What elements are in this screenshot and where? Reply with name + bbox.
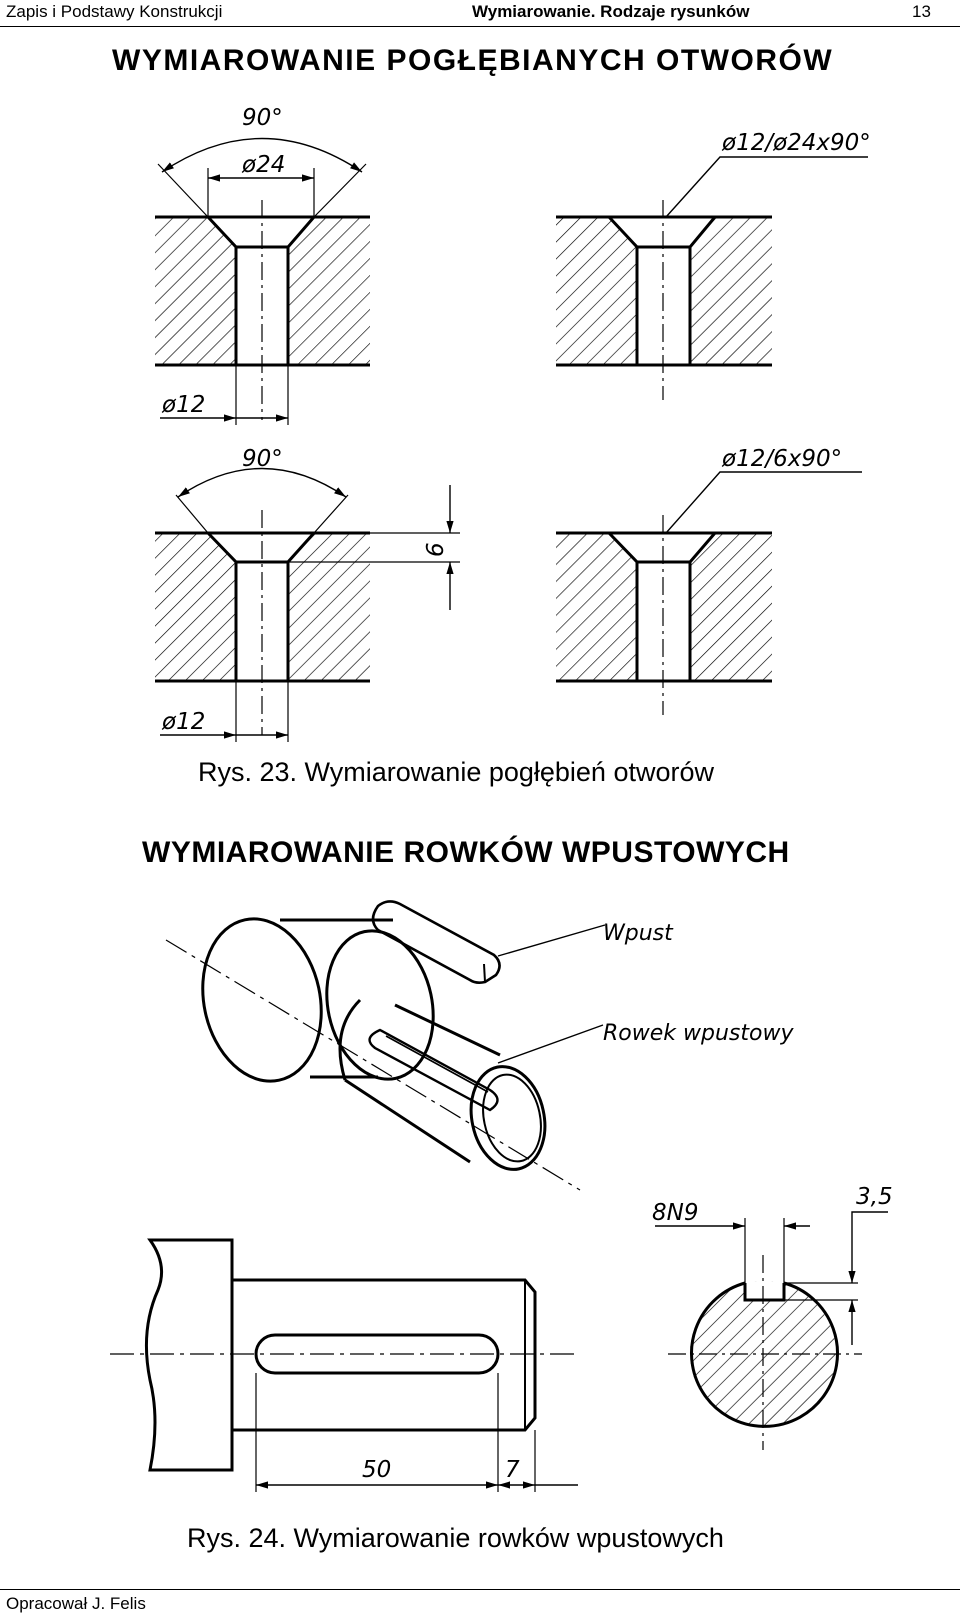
- dim-width-8N9: 8N9: [652, 1200, 698, 1226]
- countersink-drawing-3: 90° 6 ø12: [155, 446, 460, 742]
- label-key: Wpust: [603, 921, 674, 946]
- countersink-drawing-2: ø12/ø24x90°: [556, 130, 871, 400]
- countersink-drawing-1: 90° ø24 ø12: [155, 105, 370, 425]
- figure-23-caption: Rys. 23. Wymiarowanie pogłębień otworów: [198, 757, 714, 787]
- countersink-drawing-4: ø12/6x90°: [556, 446, 862, 715]
- callout-top: ø12/ø24x90°: [721, 130, 871, 156]
- header-left: Zapis i Podstawy Konstrukcji: [6, 2, 223, 21]
- dim-angle-90-bottom: 90°: [242, 446, 283, 472]
- section1-title: WYMIAROWANIE POGŁĘBIANYCH OTWORÓW: [112, 44, 834, 77]
- dim-depth-6: 6: [423, 542, 449, 557]
- dim-d12-top: ø12: [161, 392, 205, 418]
- shaft-cross-section: 8N9 3,5: [652, 1184, 893, 1450]
- page-footer: Opracował J. Felis: [0, 1589, 960, 1613]
- dim-offset-7: 7: [505, 1457, 520, 1483]
- dim-d24: ø24: [241, 152, 285, 178]
- dim-angle-90-top: 90°: [242, 105, 283, 131]
- dim-d12-bottom: ø12: [161, 709, 205, 735]
- isometric-shaft: [165, 900, 581, 1191]
- dim-depth-3-5: 3,5: [856, 1184, 893, 1210]
- footer-author: Opracował J. Felis: [6, 1594, 146, 1613]
- section2-title: WYMIAROWANIE ROWKÓW WPUSTOWYCH: [142, 836, 790, 869]
- dim-length-50: 50: [362, 1457, 391, 1483]
- shaft-side-view: 50 7: [110, 1238, 578, 1492]
- header-center: Wymiarowanie. Rodzaje rysunków: [472, 2, 750, 21]
- label-keyway: Rowek wpustowy: [603, 1021, 794, 1046]
- callout-bottom: ø12/6x90°: [721, 446, 842, 472]
- page-number: 13: [912, 2, 931, 21]
- figure-24-caption: Rys. 24. Wymiarowanie rowków wpustowych: [187, 1523, 724, 1553]
- page-header: Zapis i Podstawy Konstrukcji Wymiarowani…: [0, 0, 960, 27]
